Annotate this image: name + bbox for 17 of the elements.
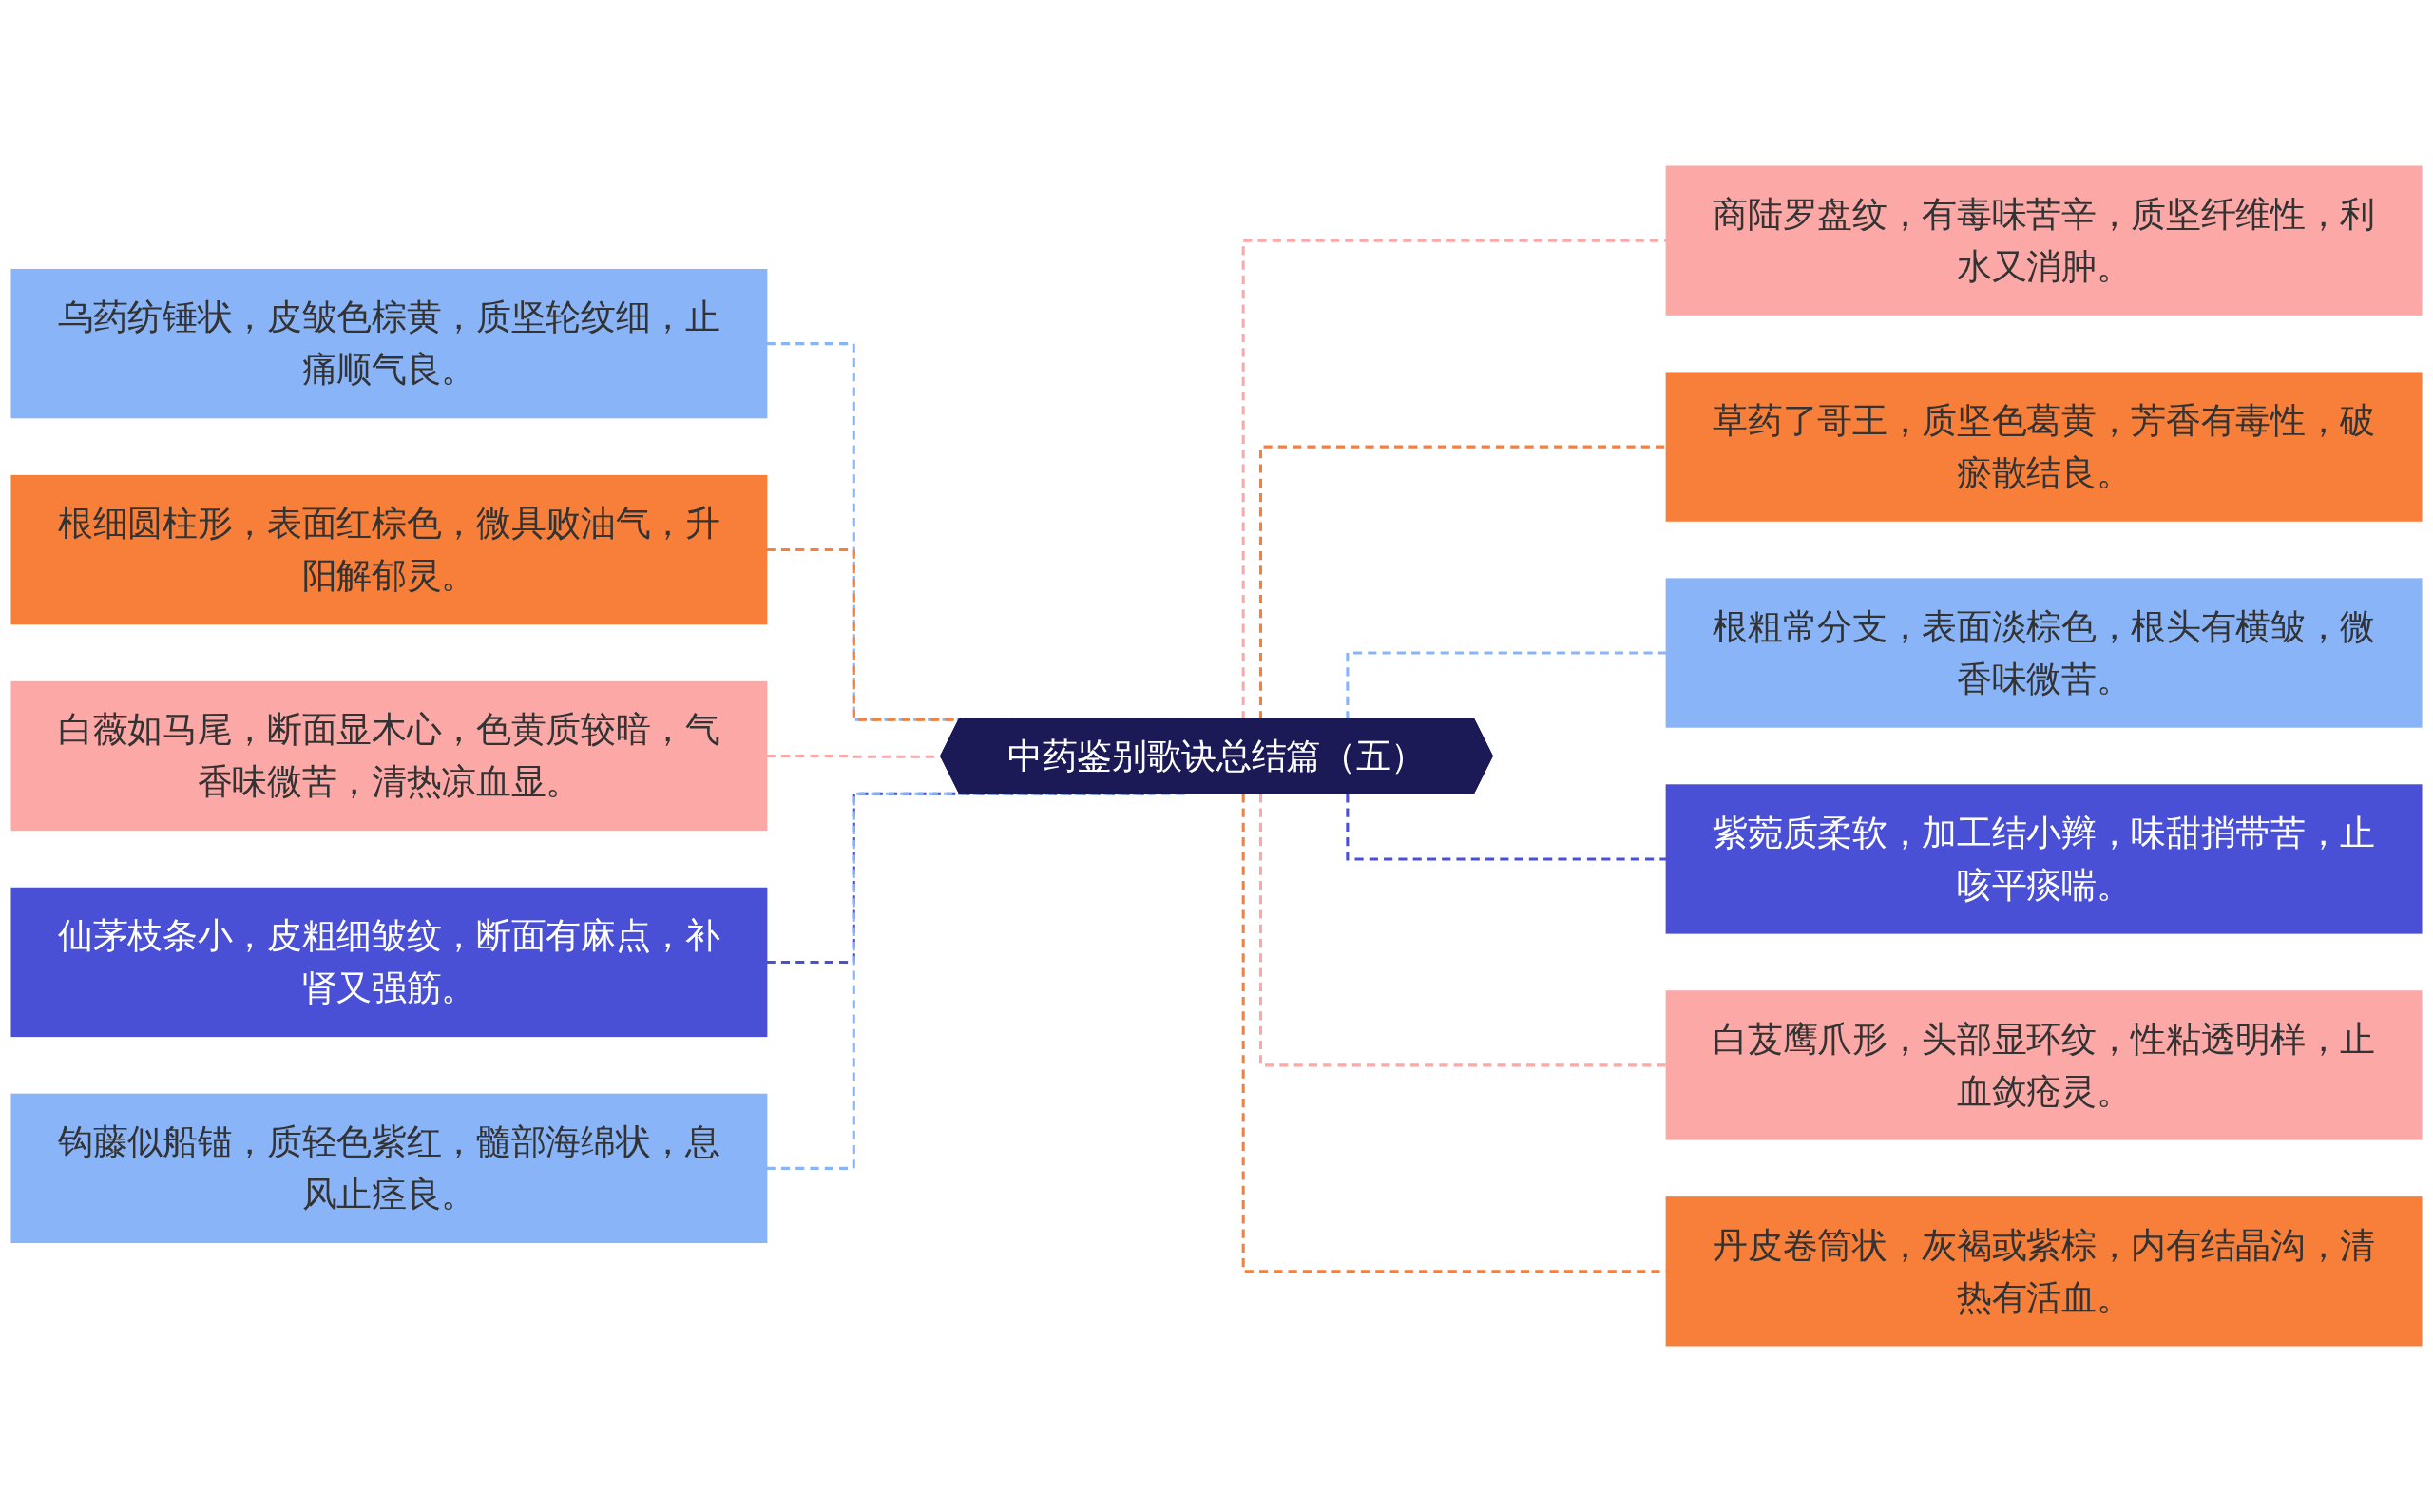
node-box: 乌药纺锤状，皮皱色棕黄，质坚轮纹细，止痛顺气良。 [10,268,768,419]
node-box: 根细圆柱形，表面红棕色，微具败油气，升阳解郁灵。 [10,474,768,625]
node-box: 仙茅枝条小，皮粗细皱纹，断面有麻点，补肾又强筋。 [10,887,768,1038]
node-box: 根粗常分支，表面淡棕色，根头有横皱，微香味微苦。 [1665,578,2423,728]
connector [1346,651,1667,720]
connector [1241,239,1667,720]
node-box: 草药了哥王，质坚色葛黄，芳香有毒性，破瘀散结良。 [1665,372,2423,522]
node-box: 白薇如马尾，断面显木心，色黄质较暗，气香味微苦，清热凉血显。 [10,680,768,832]
connector [1346,794,1667,861]
node-box: 紫菀质柔软，加工结小辫，味甜捎带苦，止咳平痰喘。 [1665,784,2423,934]
node-box: 丹皮卷筒状，灰褐或紫棕，内有结晶沟，清热有活血。 [1665,1196,2423,1347]
connector [1258,445,1667,720]
node-box: 白芨鹰爪形，头部显环纹，性粘透明样，止血敛疮灵。 [1665,990,2423,1140]
node-box: 钩藤似船锚，质轻色紫红，髓部海绵状，息风止痉良。 [10,1093,768,1244]
connector [1241,794,1667,1273]
connector [1258,794,1667,1067]
node-box: 商陆罗盘纹，有毒味苦辛，质坚纤维性，利水又消肿。 [1665,165,2423,316]
